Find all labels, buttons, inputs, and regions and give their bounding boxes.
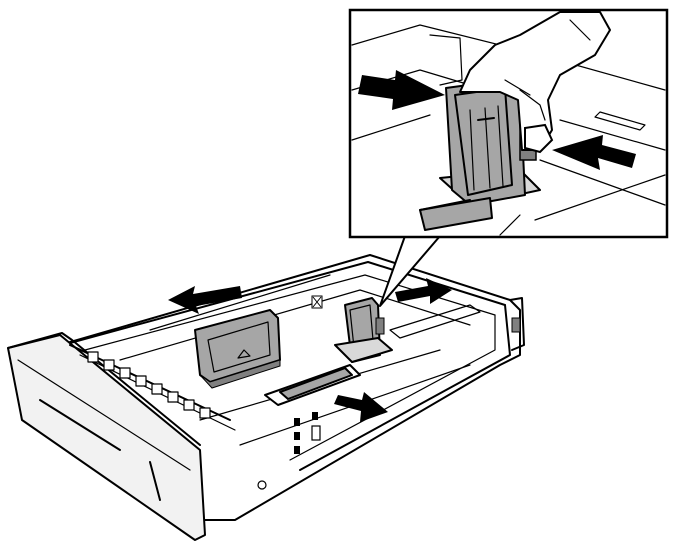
front-paper-guide[interactable] (264, 364, 361, 406)
side-guide-triangle-icon (237, 349, 251, 359)
inset-guide-foot (419, 197, 493, 231)
hand-outline (459, 11, 611, 151)
roller-tooth-4 (135, 375, 147, 387)
length-paper-guide[interactable] (334, 297, 393, 363)
tray-front-panel (7, 332, 206, 541)
tray-front-handle-slot (39, 399, 121, 451)
inset-guide-rib-1 (469, 109, 475, 191)
tray-front-bevel (17, 359, 191, 471)
tray-front-top (7, 332, 201, 446)
tray-markings (257, 412, 321, 490)
roller-tooth-8 (199, 407, 211, 419)
hand-knuckle-line (504, 79, 531, 96)
side-guide-tab-shadow (199, 359, 281, 389)
tray-back-rim-inner (84, 274, 496, 351)
hand-wrist-line (569, 19, 591, 41)
tray-marking-1 (294, 418, 300, 426)
hand-finger-line (519, 89, 546, 121)
inset-hand (459, 11, 611, 154)
hand-thumb (524, 123, 554, 154)
roller-tooth-5 (151, 383, 163, 395)
roller-tooth-2 (103, 359, 115, 371)
tray-roller-assembly (69, 344, 236, 431)
inset-guide-rib-3 (497, 105, 504, 187)
tray-screw (257, 480, 267, 490)
tray-front-label-slot (149, 461, 161, 501)
roller-tooth-3 (119, 367, 131, 379)
length-guide-latch[interactable] (375, 317, 385, 335)
arrow-front-guide-down-right (334, 392, 388, 422)
tray-marking-3 (294, 446, 300, 454)
callout-inset (348, 8, 669, 307)
inset-guide-rib-2 (484, 107, 491, 189)
inset-guide-slot (477, 117, 495, 121)
length-guide-base (334, 337, 393, 363)
inset-guide-foot-edge (419, 199, 471, 211)
arrow-inset-squeeze-right (358, 70, 445, 110)
roller-tooth-6 (167, 391, 179, 403)
tray-rail-left (149, 274, 331, 331)
paper-size-icon (311, 295, 323, 309)
tray-right-wall-inner (289, 314, 496, 461)
callout-pointer (379, 235, 441, 307)
paper-tray-icon (311, 425, 321, 441)
arrow-side-guide-left (168, 286, 242, 314)
tray-right-connector (509, 297, 525, 351)
side-guide-grip (207, 321, 271, 373)
tray-rail-right (389, 304, 481, 339)
side-paper-guide[interactable] (194, 309, 281, 389)
tray-front-face (7, 334, 206, 541)
tray-connector-pin (511, 317, 521, 333)
roller-tooth-7 (183, 399, 195, 411)
tray-back-rim (69, 261, 506, 344)
tray-right-wall (299, 304, 511, 471)
roller-tooth-1 (87, 351, 99, 363)
front-guide-grip[interactable] (279, 367, 353, 400)
arrow-inset-squeeze-left (552, 135, 636, 170)
tray-marking-2 (294, 432, 300, 440)
arrow-length-guide-right (395, 278, 452, 304)
tray-marking-4 (312, 412, 318, 420)
